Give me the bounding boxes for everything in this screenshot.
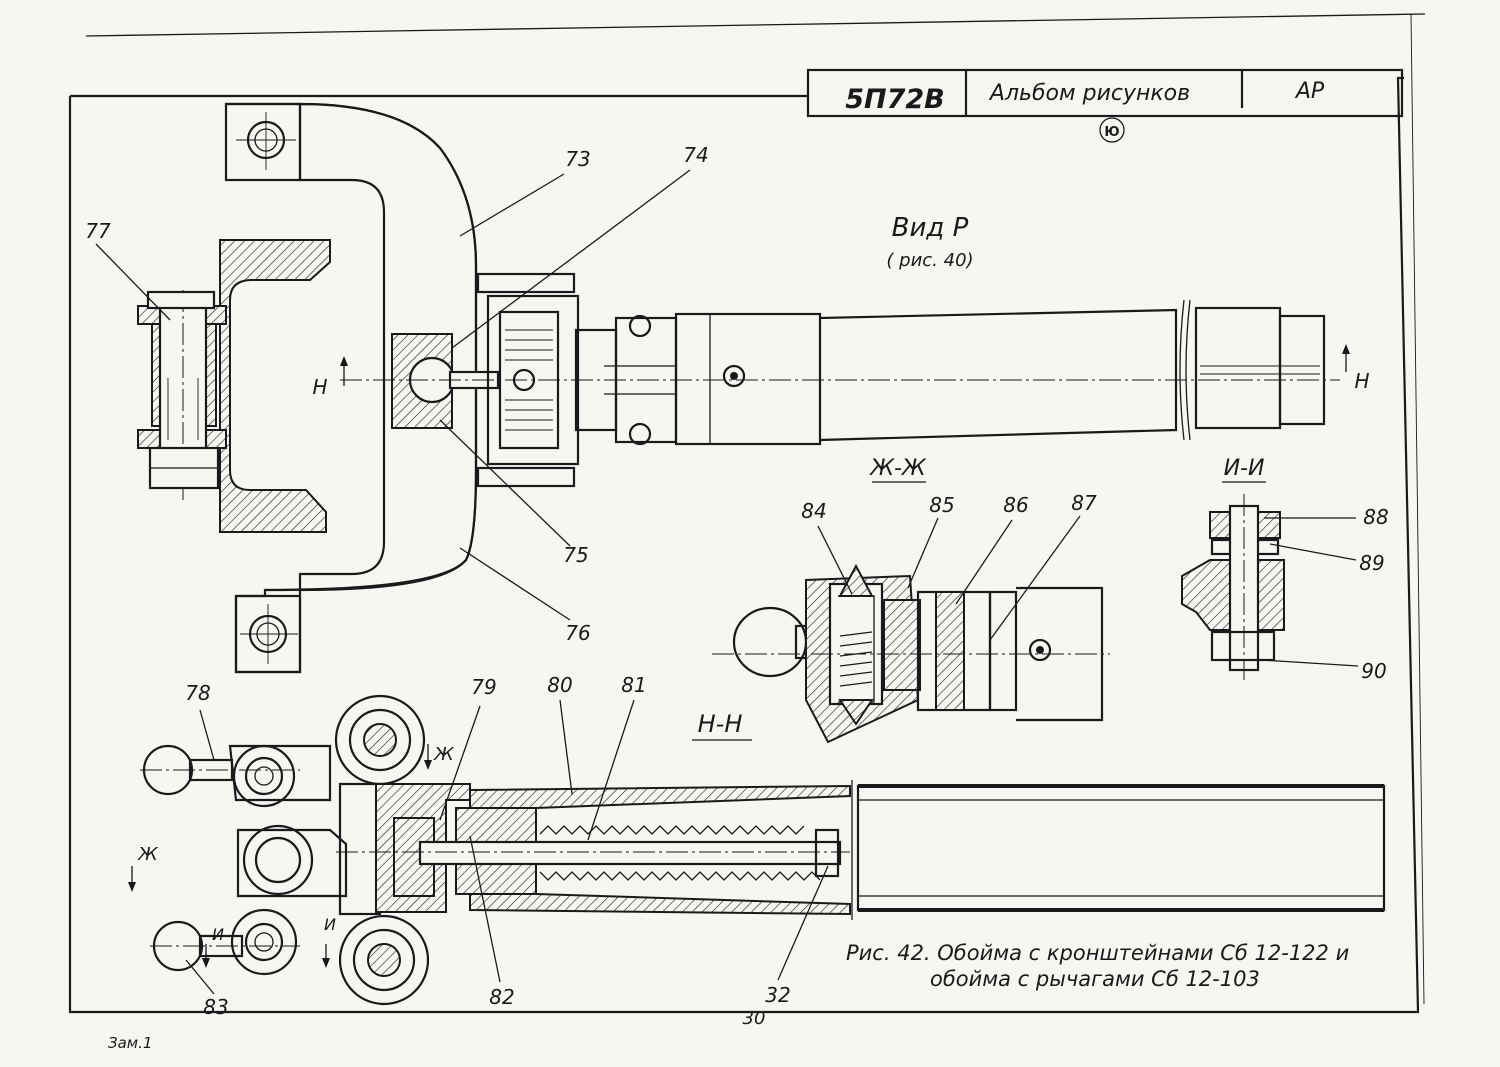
cut-letter-i-right: И <box>324 915 336 934</box>
view-p-assembly: Н Н Вид Р ( рис. 40) <box>137 102 1370 674</box>
view-p-reference: ( рис. 40) <box>886 250 973 271</box>
callout-82: 82 <box>489 985 514 1009</box>
callout-81: 81 <box>621 673 646 697</box>
spring-coils <box>539 825 821 881</box>
callout-86: 86 <box>1003 493 1028 517</box>
cut-letter-i-left: И <box>212 925 224 944</box>
callout-80: 80 <box>547 673 572 697</box>
callout-79: 79 <box>471 675 496 699</box>
callout-73: 73 <box>565 147 590 171</box>
album-tag: АР <box>1294 79 1325 104</box>
caption-line-1: Рис. 42. Обойма с кронштейнами Сб 12-122… <box>846 941 1349 965</box>
callout-84: 84 <box>801 499 826 523</box>
sheet-footer: 30 Зам.1 <box>108 1008 765 1052</box>
callout-78: 78 <box>185 681 210 705</box>
cut-letter-h-right: Н <box>1354 369 1369 393</box>
cut-letter-zh-left: Ж <box>137 844 158 865</box>
section-zh-zh: Ж-Ж <box>712 456 1110 744</box>
title-block: 5П72В Альбом рисунков АР Ю <box>806 68 1404 143</box>
callout-numbers: 73 74 75 76 77 78 79 80 81 82 83 84 85 8… <box>85 143 1388 1019</box>
callout-85: 85 <box>929 493 954 517</box>
sheet-frame <box>68 13 1426 1014</box>
callout-77: 77 <box>85 219 111 243</box>
cut-letter-zh-top: Ж <box>433 744 454 765</box>
callout-75: 75 <box>563 543 588 567</box>
section-i-i: И-И <box>1181 456 1285 680</box>
section-zh-title: Ж-Ж <box>868 456 927 481</box>
section-i-title: И-И <box>1224 456 1265 481</box>
leader-lines <box>95 169 1359 995</box>
drawing-code: 5П72В <box>845 84 945 115</box>
stamp-letter: Ю <box>1104 125 1119 140</box>
cut-letter-h-left: Н <box>312 375 327 399</box>
section-h-h: Н-Н <box>128 694 1386 1006</box>
callout-90: 90 <box>1361 659 1386 683</box>
callout-87: 87 <box>1071 491 1097 515</box>
callout-89: 89 <box>1359 551 1384 575</box>
caption-line-2: обойма с рычагами Сб 12-103 <box>930 967 1260 991</box>
callout-83: 83 <box>203 995 228 1019</box>
cylinder-body <box>674 312 822 446</box>
left-bracket-section <box>219 239 331 533</box>
figure-caption: Рис. 42. Обойма с кронштейнами Сб 12-122… <box>846 941 1349 991</box>
section-h-title: Н-Н <box>698 710 743 738</box>
callout-76: 76 <box>565 621 590 645</box>
callout-32: 32 <box>765 983 790 1007</box>
callout-88: 88 <box>1363 505 1388 529</box>
view-p-title: Вид Р <box>892 213 969 243</box>
callout-74: 74 <box>683 143 708 167</box>
change-note: Зам.1 <box>108 1034 152 1052</box>
album-title: Альбом рисунков <box>988 81 1190 106</box>
page-number: 30 <box>743 1008 766 1029</box>
